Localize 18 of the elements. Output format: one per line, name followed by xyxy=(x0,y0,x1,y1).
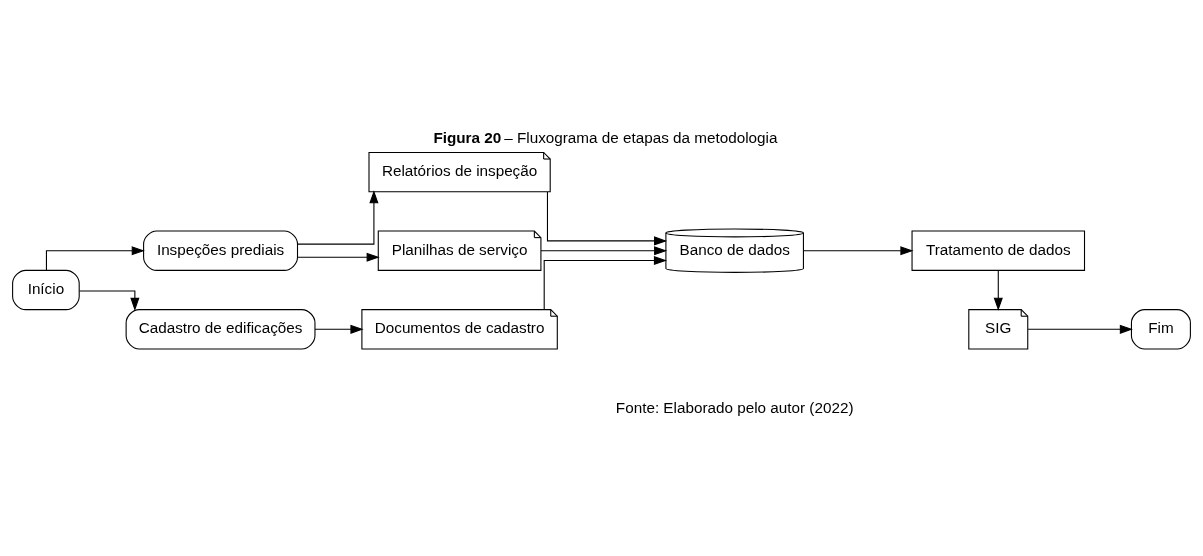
arrow xyxy=(79,290,140,311)
node-box: Tratamento de dados xyxy=(911,230,1086,271)
arrow xyxy=(543,255,667,310)
arrow xyxy=(540,246,668,256)
arrow xyxy=(993,270,1003,311)
node-box: Início xyxy=(12,269,80,311)
arrow xyxy=(1027,324,1133,334)
caption: Fonte: Elaborado pelo autor (2022) xyxy=(615,399,854,417)
arrow xyxy=(803,246,914,256)
node-box: Cadastro de edificações xyxy=(125,309,316,350)
arrow xyxy=(297,190,379,245)
diagram-title: Figura 20 – Fluxograma de etapas da metodologia xyxy=(433,128,778,146)
node-box: Fim xyxy=(1130,309,1191,350)
arrow xyxy=(297,252,380,262)
node-box: Inspeções prediais xyxy=(143,230,299,271)
arrow xyxy=(314,324,364,334)
arrow xyxy=(45,246,145,271)
arrow xyxy=(546,191,668,246)
